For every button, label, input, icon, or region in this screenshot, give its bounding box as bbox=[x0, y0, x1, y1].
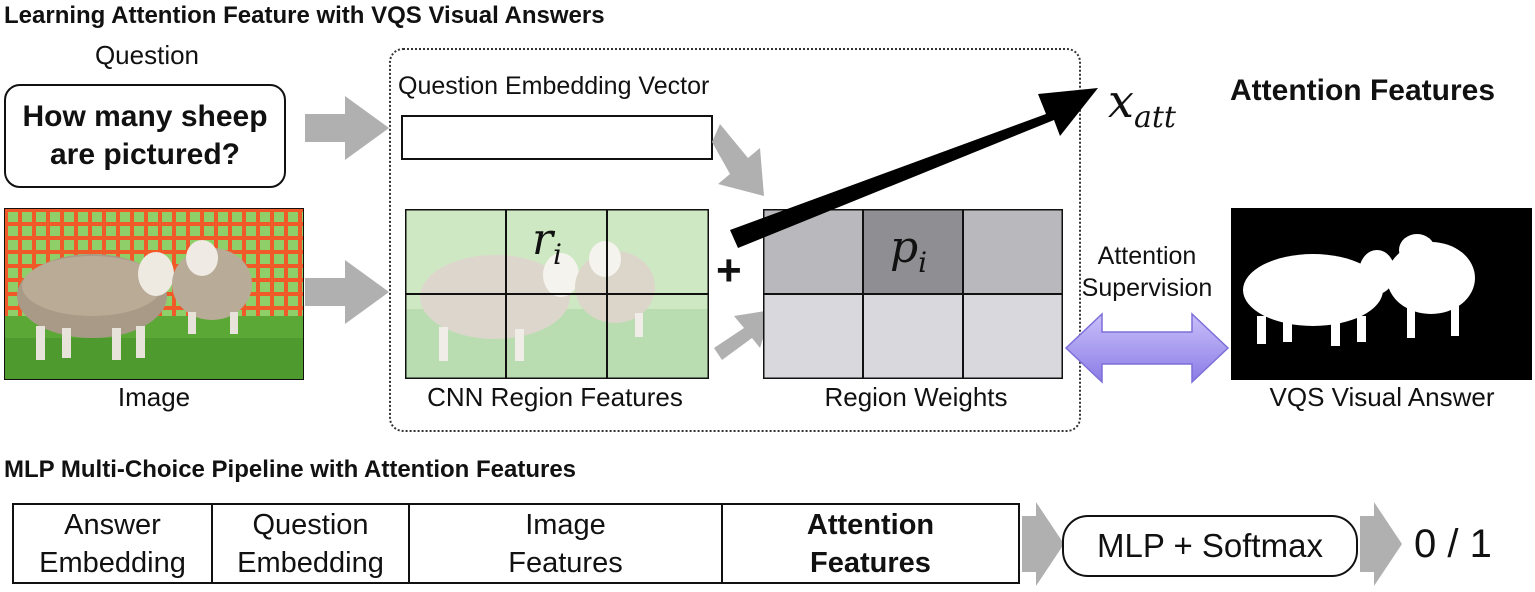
cnn-label: CNN Region Features bbox=[427, 382, 683, 412]
weight-cell-4 bbox=[763, 294, 863, 379]
image-label: Image bbox=[117, 382, 191, 412]
sheep-left bbox=[17, 252, 174, 360]
weight-cell-5 bbox=[863, 294, 963, 379]
question-text-line1: How many sheep bbox=[22, 100, 268, 133]
pipeline-cell-line: Question bbox=[252, 508, 369, 541]
question-embedding-box bbox=[401, 115, 713, 160]
pipeline-cell-line: Embedding bbox=[39, 546, 186, 579]
cnn-to-weights-arrow bbox=[714, 310, 772, 360]
section-title-attention: Learning Attention Feature with VQS Visu… bbox=[4, 2, 605, 29]
sheep-right bbox=[172, 240, 252, 334]
result-output: 0 / 1 bbox=[1414, 522, 1492, 566]
supervision-line2: Supervision bbox=[1081, 274, 1213, 302]
pipeline-cell-line: Attention bbox=[806, 508, 935, 541]
region-weights-grid bbox=[763, 209, 1063, 379]
region-weight-symbol: pi bbox=[890, 222, 928, 279]
weight-cell-3 bbox=[963, 209, 1063, 294]
weights-label: Region Weights bbox=[824, 382, 1008, 412]
weight-cell-6 bbox=[963, 294, 1063, 379]
pipeline-cell-line: Embedding bbox=[237, 546, 384, 579]
supervision-label: Attention Supervision bbox=[1064, 240, 1230, 304]
vqs-visual-answer-mask bbox=[1231, 208, 1532, 380]
supervision-line1: Attention bbox=[1097, 242, 1197, 270]
mlp-softmax-box: MLP + Softmax bbox=[1062, 515, 1358, 577]
pipeline-cell-line: Features bbox=[810, 546, 931, 579]
attention-output-arrow bbox=[730, 88, 1098, 248]
output-symbol: xatt bbox=[1108, 74, 1176, 136]
cnn-region-symbol: ri bbox=[532, 214, 563, 271]
visual-answer-label: VQS Visual Answer bbox=[1269, 382, 1495, 412]
embedding-to-weights-arrow bbox=[712, 124, 764, 196]
features-to-mlp-arrow bbox=[1022, 502, 1064, 586]
supervision-double-arrow bbox=[1064, 312, 1230, 384]
pipeline-cell-line: Features bbox=[508, 546, 623, 579]
question-label: Question bbox=[94, 40, 200, 70]
pipeline-cell-line: Answer bbox=[64, 508, 161, 541]
input-image bbox=[4, 208, 304, 380]
attention-features-label: Attention Features bbox=[1230, 74, 1496, 107]
question-box: How many sheep are pictured? bbox=[4, 84, 286, 188]
question-text-line2: are pictured? bbox=[49, 138, 241, 171]
cnn-region-grid bbox=[405, 209, 709, 379]
pipeline-cell-line: Image bbox=[525, 508, 606, 541]
weight-cell-2 bbox=[863, 209, 963, 294]
mlp-to-result-arrow bbox=[1360, 502, 1402, 586]
image-to-cnn-arrow bbox=[305, 260, 389, 324]
plus-sign: + bbox=[716, 246, 742, 295]
embedding-label: Question Embedding Vector bbox=[398, 72, 710, 100]
attention-module-boundary bbox=[389, 48, 1081, 432]
section-title-mlp: MLP Multi-Choice Pipeline with Attention… bbox=[4, 456, 577, 483]
question-to-embedding-arrow bbox=[305, 96, 389, 160]
